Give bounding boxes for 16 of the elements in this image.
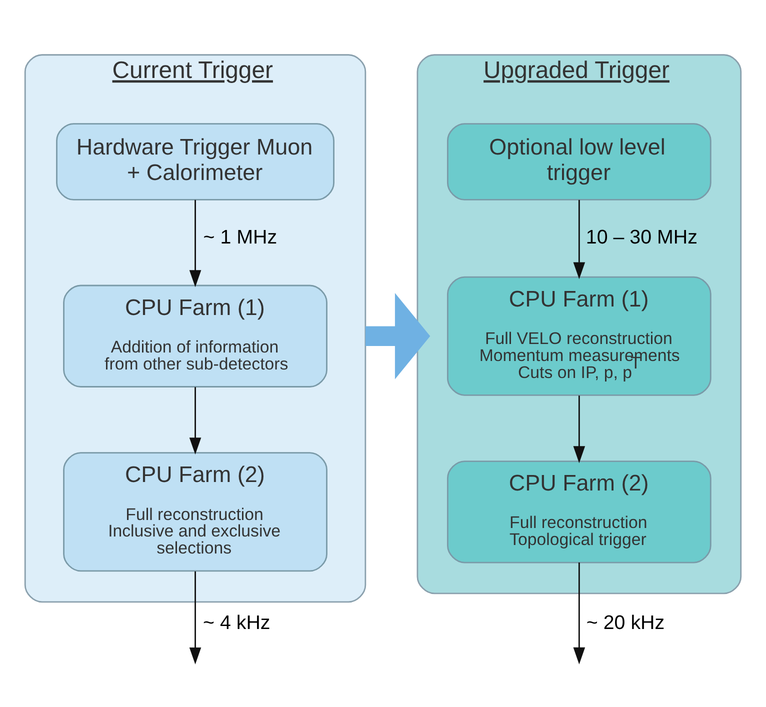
arrow [573,396,586,464]
node-box: Hardware Trigger Muon + Calorimeter [56,123,334,200]
node-box: CPU Farm (1) Addition of information from other sub-detectors [63,284,328,388]
arrow [189,200,202,288]
node-box: CPU Farm (2) Full reconstruction Inclusive and exclusive selections [63,452,328,572]
edge-label: ~ 20 kHz [586,612,665,634]
node-box: CPU Farm (2) Full reconstruction Topological trigger [446,460,712,564]
arrow [573,200,586,280]
arrow [189,571,202,664]
arrow [573,562,586,664]
edge-label: ~ 1 MHz [203,226,278,249]
edge-label: 10 – 30 MHz [586,226,698,249]
arrow [189,387,202,454]
edge-label: ~ 4 kHz [203,612,270,634]
arrow [365,292,430,380]
node-box: Optional low level trigger [446,123,712,200]
